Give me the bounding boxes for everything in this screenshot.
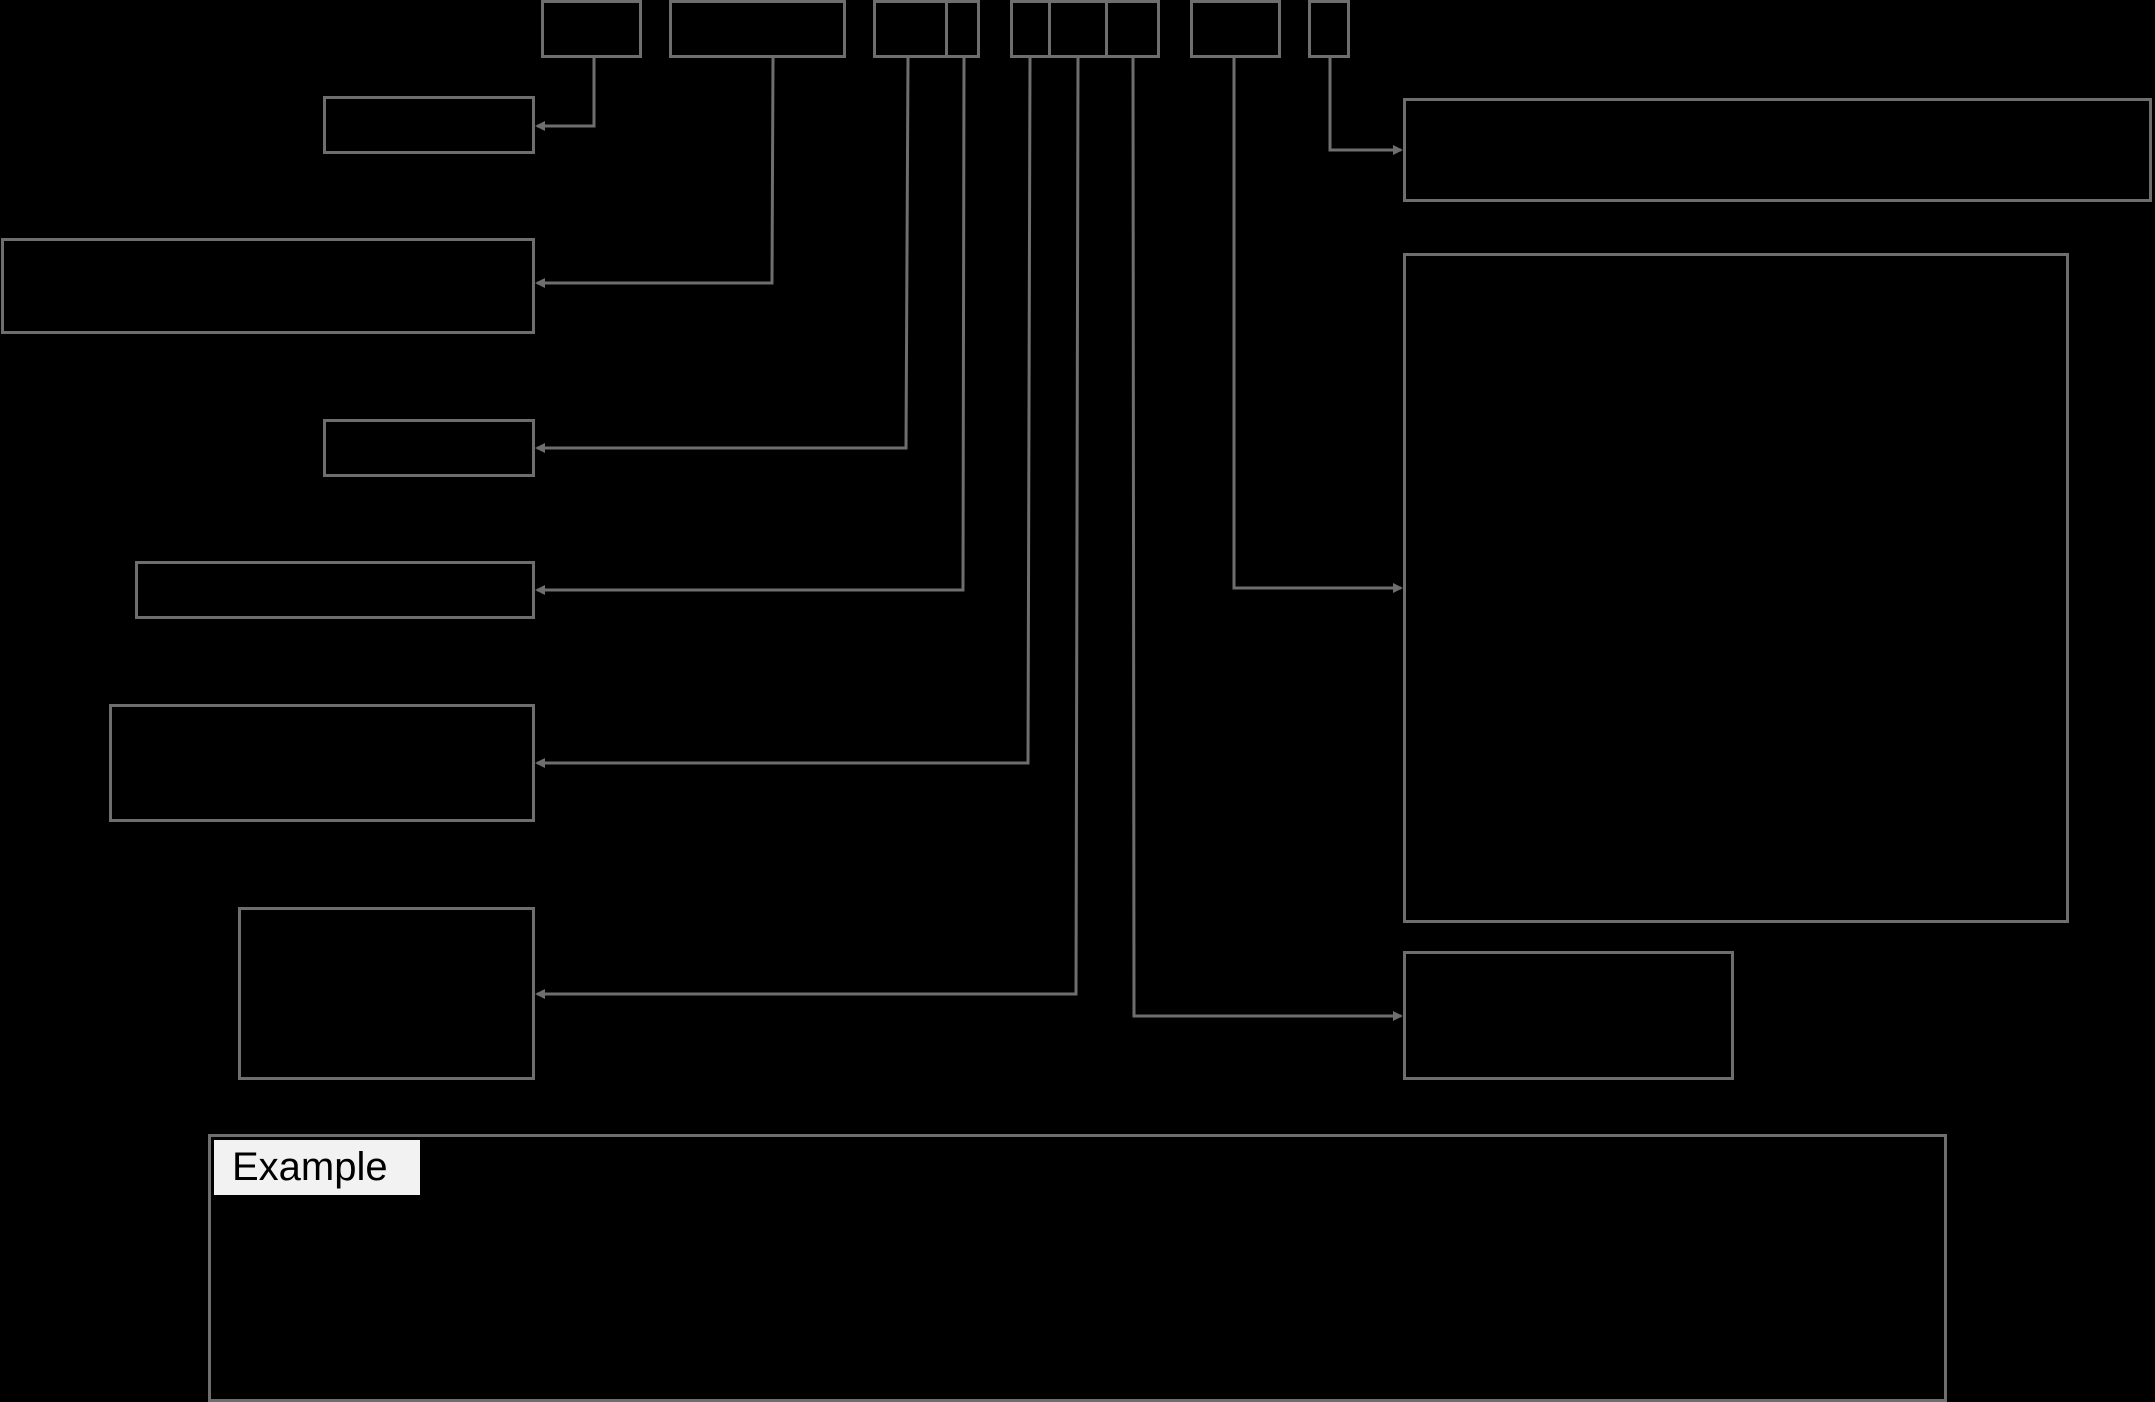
top-box-6 (1308, 0, 1350, 58)
arrow-t4a-l5 (535, 57, 1032, 768)
arrow-t4b-l6 (535, 57, 1080, 999)
top-box-4 (1010, 0, 1160, 58)
top-box-3-divider (945, 3, 948, 55)
arrow-t3a-l3 (535, 57, 910, 453)
left-box-5 (109, 704, 535, 822)
arrow-t3b-l4 (535, 57, 966, 595)
arrow-t1-l1 (535, 58, 596, 131)
left-box-3 (323, 419, 535, 477)
top-box-4-divider-2 (1105, 3, 1108, 55)
top-box-5 (1190, 0, 1281, 58)
arrow-t6-r1 (1328, 58, 1403, 155)
top-box-1 (541, 0, 642, 58)
left-box-2 (1, 238, 535, 334)
left-box-4 (135, 561, 535, 619)
left-box-6 (238, 907, 535, 1080)
top-box-4-divider-1 (1048, 3, 1051, 55)
arrow-t5-r2 (1232, 58, 1403, 593)
top-box-3 (873, 0, 980, 58)
right-box-2 (1403, 253, 2069, 923)
example-panel: Example (208, 1134, 1947, 1402)
example-label: Example (214, 1140, 420, 1195)
arrow-t2-l2 (535, 57, 775, 288)
top-box-2 (669, 0, 846, 58)
left-box-1 (323, 96, 535, 154)
right-box-3 (1403, 951, 1734, 1080)
right-box-1 (1403, 98, 2152, 202)
arrow-t4c-r3 (1131, 57, 1403, 1021)
